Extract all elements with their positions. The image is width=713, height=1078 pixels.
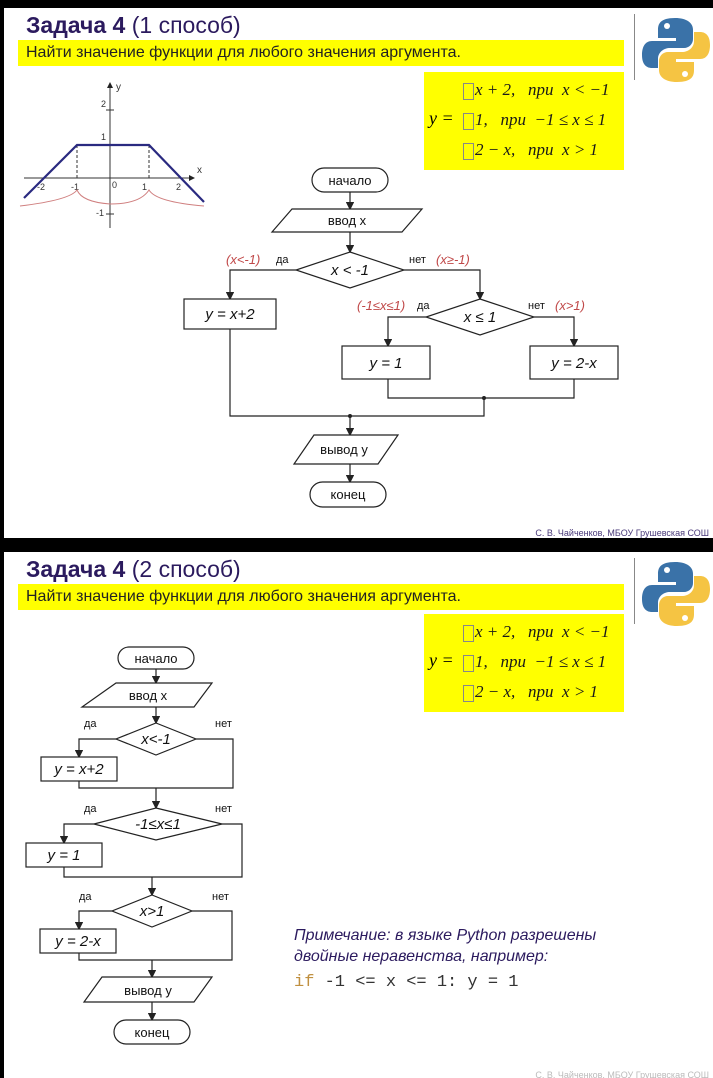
python-logo-icon (642, 562, 710, 626)
process-y-2-minus-x (39, 928, 117, 954)
flowchart-method-1: начало ввод x x < -1 y = x+2 x ≤ 1 y = 1… (183, 167, 619, 508)
formula-row-3: 2 − x, при x > 1 (462, 140, 598, 160)
output-label: вывод y (320, 442, 368, 457)
slide-method-2: Задача 4 (2 способ) Найти значение функц… (4, 552, 713, 1078)
x-tick-label: 1 (142, 182, 147, 192)
task-banner (18, 584, 624, 610)
output-label: вывод y (124, 983, 172, 998)
task-banner (18, 40, 624, 66)
note-line: двойные неравенства, например: (294, 948, 549, 965)
formula-row-1: x + 2, при x < −1 (462, 622, 610, 642)
piecewise-formula: y = x + 2, при x < −1 1, при −1 ≤ x ≤ 1 … (424, 614, 624, 712)
author-credit: С. В. Чайченков, МБОУ Грушевская СОШ (535, 1070, 709, 1078)
yes-label: да (79, 891, 92, 903)
formula-row-1: x + 2, при x < −1 (462, 80, 610, 100)
y-tick-label: 2 (101, 99, 106, 109)
no-label: нет (212, 891, 229, 903)
output-block (82, 976, 214, 1003)
interval-brace (19, 188, 205, 207)
decision-3 (110, 894, 194, 928)
formula-lhs: y = (429, 650, 454, 670)
y-tick-label: 1 (101, 132, 106, 142)
condition-note: (x≥-1) (436, 252, 470, 267)
decision-3-label: x>1 (139, 903, 165, 920)
condition-note: (x<-1) (226, 252, 260, 267)
x-tick-label: -2 (37, 182, 45, 192)
end-terminal (113, 1019, 191, 1045)
process-y-2-minus-x (529, 345, 619, 380)
code-example: if -1 <= x <= 1: y = 1 (294, 973, 518, 992)
flowchart-method-2: начало ввод x x<-1 y = x+2 -1≤x≤1 y = 1 … (25, 646, 243, 1045)
no-label: нет (409, 254, 426, 266)
box1-label: y = x+2 (53, 761, 104, 778)
decision-2-label: x ≤ 1 (463, 309, 496, 326)
process-y-1 (25, 842, 103, 868)
formula-lhs: y = (429, 108, 454, 128)
yes-label: да (84, 718, 97, 730)
slide-method-1: Задача 4 (1 способ) Найти значение функц… (4, 8, 713, 538)
decision-1 (114, 722, 198, 756)
no-label: нет (215, 803, 232, 815)
divider (634, 558, 635, 624)
code-text: -1 <= x <= 1: y = 1 (314, 973, 519, 992)
x-tick-label: 0 (112, 180, 117, 190)
task-text: Найти значение функции для любого значен… (26, 588, 461, 605)
end-terminal (309, 481, 387, 508)
box2-label: y = 1 (47, 847, 81, 864)
decision-1 (294, 251, 406, 289)
no-label: нет (528, 300, 545, 312)
start-label: начало (134, 651, 177, 666)
y-tick-label: -1 (96, 208, 104, 218)
output-block (292, 434, 400, 465)
task-text: Найти значение функции для любого значен… (26, 44, 461, 61)
yes-label: да (84, 803, 97, 815)
formula-row-2: 1, при −1 ≤ x ≤ 1 (462, 110, 606, 130)
end-label: конец (135, 1025, 170, 1040)
x-axis-label: x (197, 165, 202, 176)
slide-title: Задача 4 (2 способ) (26, 556, 241, 582)
python-logo-icon (642, 18, 710, 82)
no-label: нет (215, 718, 232, 730)
y-axis-label: y (116, 82, 121, 93)
python-note: Примечание: в языке Python разрешены дво… (294, 925, 596, 967)
formula-row-3: 2 − x, при x > 1 (462, 682, 598, 702)
decision-2 (93, 807, 223, 841)
divider (634, 14, 635, 80)
note-line: Примечание: в языке Python разрешены (294, 927, 597, 944)
box3-label: y = 2-x (550, 355, 597, 372)
process-y-x-plus-2 (40, 756, 118, 782)
decision-1-label: x < -1 (330, 262, 369, 279)
x-tick-label: -1 (71, 182, 79, 192)
box1-label: y = x+2 (204, 306, 255, 323)
input-block (80, 682, 214, 708)
function-line (23, 143, 205, 203)
decision-2 (424, 298, 536, 336)
start-label: начало (328, 173, 371, 188)
box3-label: y = 2-x (54, 933, 101, 950)
yes-label: да (276, 254, 289, 266)
input-label: ввод x (129, 688, 168, 703)
decision-1-label: x<-1 (140, 731, 171, 748)
process-y-1 (341, 345, 431, 380)
author-credit: С. В. Чайченков, МБОУ Грушевская СОШ (535, 528, 709, 538)
formula-row-2: 1, при −1 ≤ x ≤ 1 (462, 652, 606, 672)
decision-2-label: -1≤x≤1 (135, 816, 181, 833)
box2-label: y = 1 (369, 355, 403, 372)
condition-note: (-1≤x≤1) (357, 298, 405, 313)
function-graph: x y -2 -1 0 1 2 2 1 -1 (19, 82, 205, 228)
process-y-x-plus-2 (183, 298, 277, 330)
condition-note: (x>1) (555, 298, 585, 313)
piecewise-formula: y = x + 2, при x < −1 1, при −1 ≤ x ≤ 1 … (424, 72, 624, 170)
input-block (270, 208, 424, 233)
x-tick-label: 2 (176, 182, 181, 192)
end-label: конец (331, 487, 366, 502)
code-keyword: if (294, 973, 315, 992)
yes-label: да (417, 300, 430, 312)
slide-title: Задача 4 (1 способ) (26, 12, 241, 38)
input-label: ввод x (328, 213, 367, 228)
